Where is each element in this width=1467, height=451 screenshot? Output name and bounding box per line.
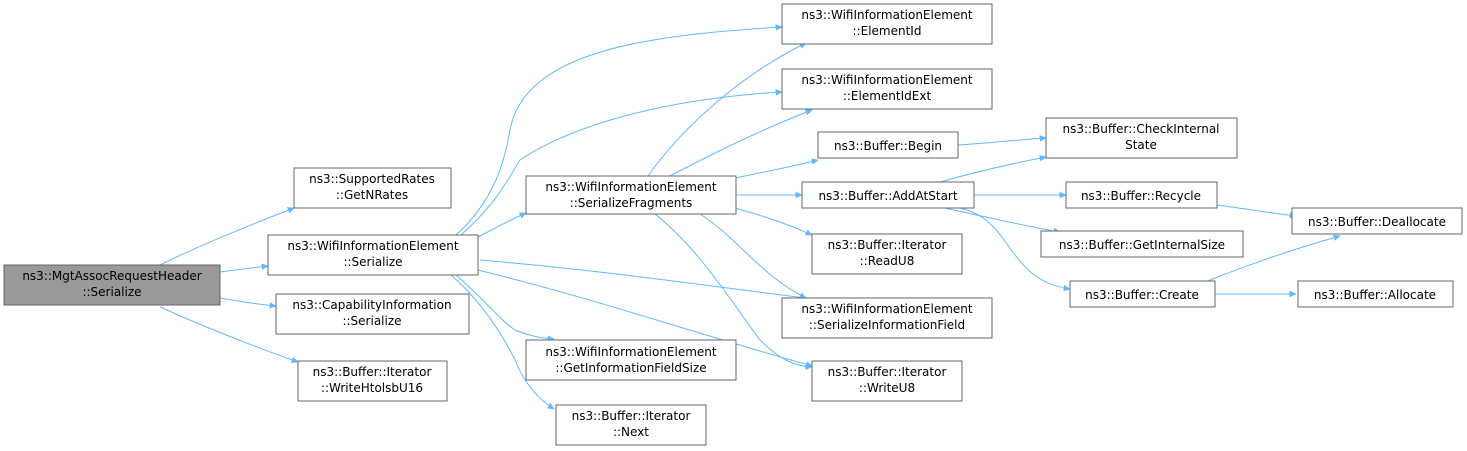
node-label-line1: ns3::WifiInformationElement <box>801 302 973 316</box>
node-buffer-deallocate[interactable]: ns3::Buffer::Deallocate <box>1291 207 1463 235</box>
nodes: ns3::MgtAssocRequestHeader ::Serialize n… <box>3 3 1463 446</box>
edge-wie-serialize-element-id <box>454 27 782 237</box>
node-label-line1: ns3::Buffer::Begin <box>834 139 942 153</box>
edge-add-at-start-check-internal <box>939 157 1046 183</box>
node-write-htolsb-u16[interactable]: ns3::Buffer::Iterator ::WriteHtolsbU16 <box>297 360 448 402</box>
node-label-line2: ::Serialize <box>342 314 401 328</box>
node-label-line1: ns3::Buffer::Iterator <box>828 238 947 252</box>
node-buffer-create[interactable]: ns3::Buffer::Create <box>1069 280 1216 308</box>
node-label-line1: ns3::WifiInformationElement <box>545 345 717 359</box>
edge-wie-serialize-get-info-size <box>454 273 554 339</box>
node-label-line1: ns3::WifiInformationElement <box>801 8 973 22</box>
node-label-line1: ns3::Buffer::GetInternalSize <box>1059 238 1225 252</box>
edge-frag-read-u8 <box>734 207 812 236</box>
node-mgt-assoc-request-header-serialize[interactable]: ns3::MgtAssocRequestHeader ::Serialize <box>3 264 221 306</box>
node-wie-serialize-information-field[interactable]: ns3::WifiInformationElement ::SerializeI… <box>781 297 993 339</box>
node-label-line1: ns3::Buffer::Deallocate <box>1308 215 1446 229</box>
node-label-line1: ns3::Buffer::Iterator <box>828 365 947 379</box>
node-wie-serialize-fragments[interactable]: ns3::WifiInformationElement ::SerializeF… <box>525 175 737 215</box>
node-label-line2: ::Serialize <box>82 285 141 299</box>
node-label-line1: ns3::Buffer::Recycle <box>1081 189 1201 203</box>
node-wie-element-id[interactable]: ns3::WifiInformationElement ::ElementId <box>781 3 993 45</box>
node-label-line2: State <box>1125 138 1157 152</box>
node-label-line1: ns3::Buffer::CheckInternal <box>1062 122 1219 136</box>
node-buffer-iterator-write-u8[interactable]: ns3::Buffer::Iterator ::WriteU8 <box>811 360 963 402</box>
node-label-line1: ns3::WifiInformationElement <box>545 180 717 194</box>
edge-add-at-start-create <box>959 207 1070 289</box>
node-label-line2: ::GetNRates <box>336 188 408 202</box>
node-buffer-allocate[interactable]: ns3::Buffer::Allocate <box>1297 280 1454 308</box>
edge-root-cap-serialize <box>219 297 276 306</box>
edge-create-deallocate <box>1204 236 1340 283</box>
node-wie-serialize[interactable]: ns3::WifiInformationElement ::Serialize <box>267 234 479 276</box>
node-buffer-recycle[interactable]: ns3::Buffer::Recycle <box>1065 181 1218 209</box>
node-label-line1: ns3::MgtAssocRequestHeader <box>22 269 201 283</box>
node-label-line1: ns3::Buffer::Iterator <box>313 365 432 379</box>
edge-wie-serialize-info-field <box>479 259 806 298</box>
node-buffer-begin[interactable]: ns3::Buffer::Begin <box>817 131 959 159</box>
node-buffer-add-at-start[interactable]: ns3::Buffer::AddAtStart <box>801 181 975 209</box>
node-label-line2: ::ReadU8 <box>860 254 915 268</box>
node-label-line2: ::ElementId <box>853 24 922 38</box>
node-label-line2: ::Next <box>613 425 649 439</box>
edge-frag-element-id-ext <box>669 110 812 177</box>
node-supported-rates-getnrates[interactable]: ns3::SupportedRates ::GetNRates <box>293 167 452 209</box>
edge-wie-serialize-frag <box>477 212 526 238</box>
node-label-line1: ns3::Buffer::AddAtStart <box>818 189 957 203</box>
edge-root-getnrates <box>159 208 294 266</box>
node-label-line1: ns3::WifiInformationElement <box>287 239 459 253</box>
edge-frag-begin <box>734 160 818 179</box>
node-label-line2: ::WriteHtolsbU16 <box>321 381 423 395</box>
edge-root-wie-serialize <box>219 266 268 273</box>
node-label-line1: ns3::Buffer::Allocate <box>1314 288 1436 302</box>
edge-wie-serialize-next <box>449 273 554 409</box>
edge-root-write-htolsb <box>159 306 298 362</box>
edge-frag-write-u8 <box>654 213 812 367</box>
edge-add-at-start-get-internal-size <box>944 207 1060 232</box>
edge-begin-check-internal <box>957 138 1046 146</box>
edge-frag-element-id <box>647 42 806 177</box>
node-label-line2: ::SerializeInformationField <box>809 318 965 332</box>
node-label-line2: ::GetInformationFieldSize <box>555 361 706 375</box>
node-buffer-iterator-next[interactable]: ns3::Buffer::Iterator ::Next <box>555 404 707 446</box>
edge-wie-serialize-write-u8 <box>477 269 812 366</box>
node-wie-element-id-ext[interactable]: ns3::WifiInformationElement ::ElementIdE… <box>781 68 993 110</box>
node-buffer-get-internal-size[interactable]: ns3::Buffer::GetInternalSize <box>1040 230 1244 258</box>
node-label-line1: ns3::Buffer::Iterator <box>572 409 691 423</box>
node-label-line2: ::WriteU8 <box>859 381 915 395</box>
edge-frag-info-field <box>699 213 806 299</box>
node-label-line2: ::Serialize <box>343 255 402 269</box>
node-label-line1: ns3::Buffer::Create <box>1085 288 1199 302</box>
node-label-line2: ::SerializeFragments <box>570 196 693 210</box>
node-buffer-check-internal-state[interactable]: ns3::Buffer::CheckInternal State <box>1045 117 1238 159</box>
node-label-line1: ns3::CapabilityInformation <box>292 298 451 312</box>
edges <box>159 27 1340 409</box>
node-wie-get-information-field-size[interactable]: ns3::WifiInformationElement ::GetInforma… <box>525 339 737 381</box>
edge-recycle-deallocate <box>1216 204 1296 216</box>
node-label-line1: ns3::SupportedRates <box>309 172 435 186</box>
node-label-line2: ::ElementIdExt <box>843 89 932 103</box>
node-label-line1: ns3::WifiInformationElement <box>801 73 973 87</box>
node-capability-information-serialize[interactable]: ns3::CapabilityInformation ::Serialize <box>275 293 470 335</box>
node-buffer-iterator-read-u8[interactable]: ns3::Buffer::Iterator ::ReadU8 <box>811 233 963 275</box>
edge-wie-serialize-element-id-ext <box>459 92 782 237</box>
